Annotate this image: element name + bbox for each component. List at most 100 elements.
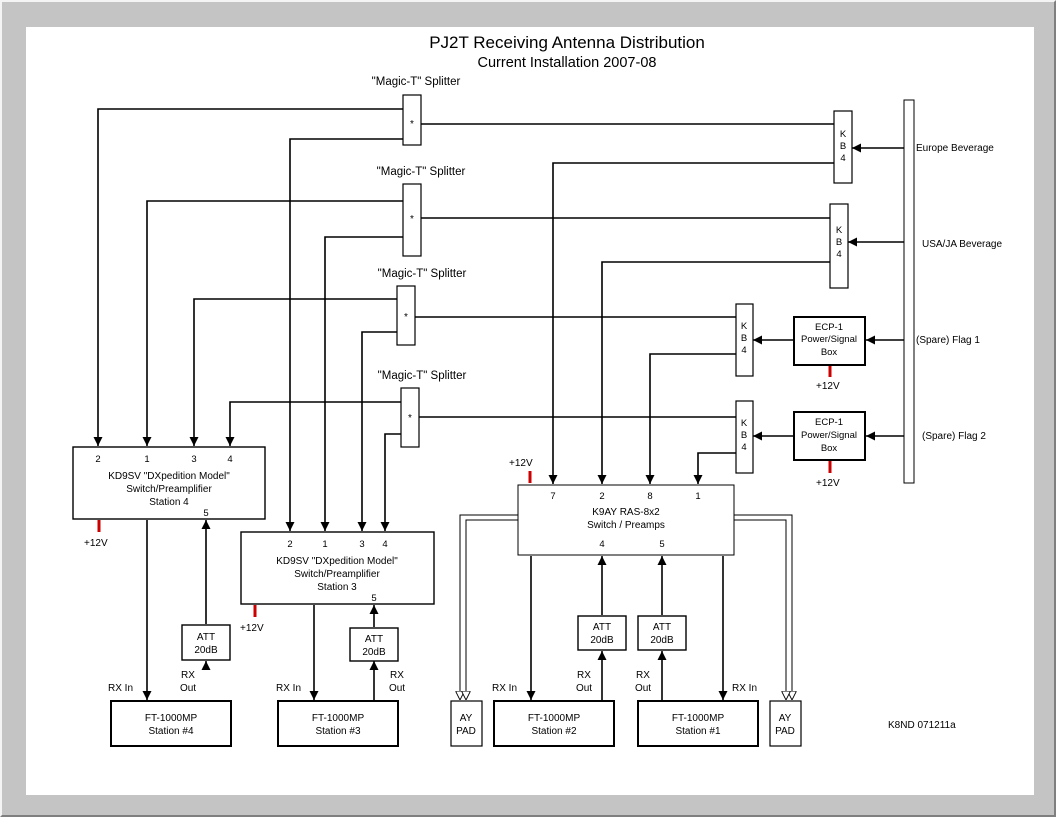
port-label: 4 [227, 454, 232, 465]
magic-t-splitter-2: "Magic-T" Splitter * [377, 166, 466, 257]
port-label: 3 [359, 539, 364, 550]
rx-out-label-station-4-line-2: Out [180, 683, 196, 694]
radio-station-3: FT-1000MP Station #3 [277, 700, 399, 747]
att-value: 20dB [590, 635, 614, 646]
att-20db-station-4: ATT 20dB [181, 624, 231, 661]
att-value: 20dB [650, 635, 674, 646]
port-label: 1 [695, 491, 700, 502]
splitter-label: "Magic-T" Splitter [378, 268, 467, 280]
att-value: 20dB [362, 647, 386, 658]
power-label-station-4: +12V [84, 538, 108, 549]
att-label: ATT [197, 632, 215, 643]
kb4-box-usa-ja: K B 4 [829, 203, 849, 289]
power-label-ecp-2: +12V [816, 478, 840, 489]
antenna-usa-ja-beverage: USA/JA Beverage [922, 239, 1002, 250]
magic-t-splitter-4: "Magic-T" Splitter * [378, 370, 467, 448]
radio-station-4: FT-1000MP Station #4 [110, 700, 232, 747]
ay-pad-right: AY PAD [769, 700, 802, 747]
port-label: 4 [599, 539, 604, 550]
k9ay-switch: 7 2 8 1 K9AY RAS-8x2 Switch / Preamps 4 … [517, 484, 735, 556]
splitter-mark: * [404, 312, 408, 323]
radio-station: Station #3 [315, 726, 360, 737]
ecp-1-box-flag-1: ECP-1 Power/Signal Box [793, 316, 866, 366]
ay-pad-label: AY [460, 713, 473, 724]
ay-pad-label-2: PAD [456, 726, 476, 737]
ecp-line-3: Box [821, 443, 838, 454]
radio-station-1: FT-1000MP Station #1 [637, 700, 759, 747]
splitter-mark: * [410, 119, 414, 130]
splitter-label: "Magic-T" Splitter [377, 166, 466, 178]
ay-pad-label-2: PAD [775, 726, 795, 737]
radio-model: FT-1000MP [528, 713, 581, 724]
rx-in-label-station-4: RX In [108, 683, 133, 694]
radio-model: FT-1000MP [312, 713, 365, 724]
diagram-sheet: PJ2T Receiving Antenna Distribution Curr… [26, 27, 1034, 795]
antenna-feed-bus [903, 99, 915, 484]
ecp-line-1: ECP-1 [815, 417, 843, 428]
k9ay-type: Switch / Preamps [587, 520, 665, 531]
magic-t-splitter-1: "Magic-T" Splitter * [372, 76, 461, 146]
port-label: 2 [287, 539, 292, 550]
kb4-letter-1: K [741, 418, 748, 429]
ecp-line-2: Power/Signal [801, 430, 857, 441]
att-20db-station-1: ATT 20dB [637, 615, 687, 651]
rx-in-label-station-2: RX In [492, 683, 517, 694]
port-label: 8 [647, 491, 652, 502]
port-label: 5 [659, 539, 664, 550]
k9ay-model: K9AY RAS-8x2 [592, 507, 660, 518]
port-label: 5 [371, 593, 376, 604]
splitter-label: "Magic-T" Splitter [372, 76, 461, 88]
wiring [93, 108, 904, 700]
kb4-letter-2: B [741, 333, 747, 344]
radio-station: Station #4 [148, 726, 193, 737]
kb4-box-flag-2: K B 4 [735, 400, 754, 474]
kd9sv-model: KD9SV "DXpedition Model" [276, 556, 398, 567]
rx-in-label-station-3: RX In [276, 683, 301, 694]
kd9sv-station: Station 4 [149, 497, 189, 508]
power-label-ecp-1: +12V [816, 381, 840, 392]
magic-t-splitter-3: "Magic-T" Splitter * [378, 268, 467, 346]
kb4-letter-2: B [836, 237, 842, 248]
port-label: 2 [599, 491, 604, 502]
kd9sv-type: Switch/Preamplifier [126, 484, 212, 495]
antenna-spare-flag-2: (Spare) Flag 2 [922, 431, 986, 442]
rx-in-label-station-1: RX In [732, 683, 757, 694]
diagram-title: PJ2T Receiving Antenna Distribution [429, 33, 705, 52]
antenna-spare-flag-1: (Spare) Flag 1 [916, 335, 980, 346]
port-label: 2 [95, 454, 100, 465]
port-label: 3 [191, 454, 196, 465]
antenna-europe-beverage: Europe Beverage [916, 143, 994, 154]
radio-station: Station #1 [675, 726, 720, 737]
port-label: 5 [203, 508, 208, 519]
port-label: 7 [550, 491, 555, 502]
kb4-letter-1: K [840, 129, 847, 140]
kb4-letter-2: B [840, 141, 846, 152]
radio-station: Station #2 [531, 726, 576, 737]
radio-station-2: FT-1000MP Station #2 [493, 700, 615, 747]
att-label: ATT [593, 622, 611, 633]
power-label-k9ay: +12V [509, 458, 533, 469]
splitter-mark: * [408, 413, 412, 424]
drawing-credit: K8ND 071211a [888, 720, 956, 731]
rx-out-label-station-2-line-2: Out [576, 683, 592, 694]
kb4-letter-3: 4 [741, 345, 746, 356]
power-taps [97, 365, 832, 617]
att-value: 20dB [194, 645, 218, 656]
splitter-label: "Magic-T" Splitter [378, 370, 467, 382]
kb4-letter-1: K [836, 225, 843, 236]
splitter-mark: * [410, 214, 414, 225]
kd9sv-station: Station 3 [317, 582, 357, 593]
kb4-box-europe: K B 4 [833, 110, 853, 184]
rx-out-label-station-2: RX [577, 670, 591, 681]
ecp-1-box-flag-2: ECP-1 Power/Signal Box [793, 411, 866, 461]
rx-out-label-station-3-line-2: Out [389, 683, 405, 694]
port-label: 4 [382, 539, 387, 550]
radio-model: FT-1000MP [145, 713, 198, 724]
radio-model: FT-1000MP [672, 713, 725, 724]
kb4-letter-1: K [741, 321, 748, 332]
rx-out-label-station-3: RX [390, 670, 404, 681]
antenna-distribution-diagram: PJ2T Receiving Antenna Distribution Curr… [72, 33, 1002, 747]
ay-pad-left: AY PAD [450, 700, 483, 747]
kb4-letter-2: B [741, 430, 747, 441]
rx-out-label-station-4: RX [181, 670, 195, 681]
